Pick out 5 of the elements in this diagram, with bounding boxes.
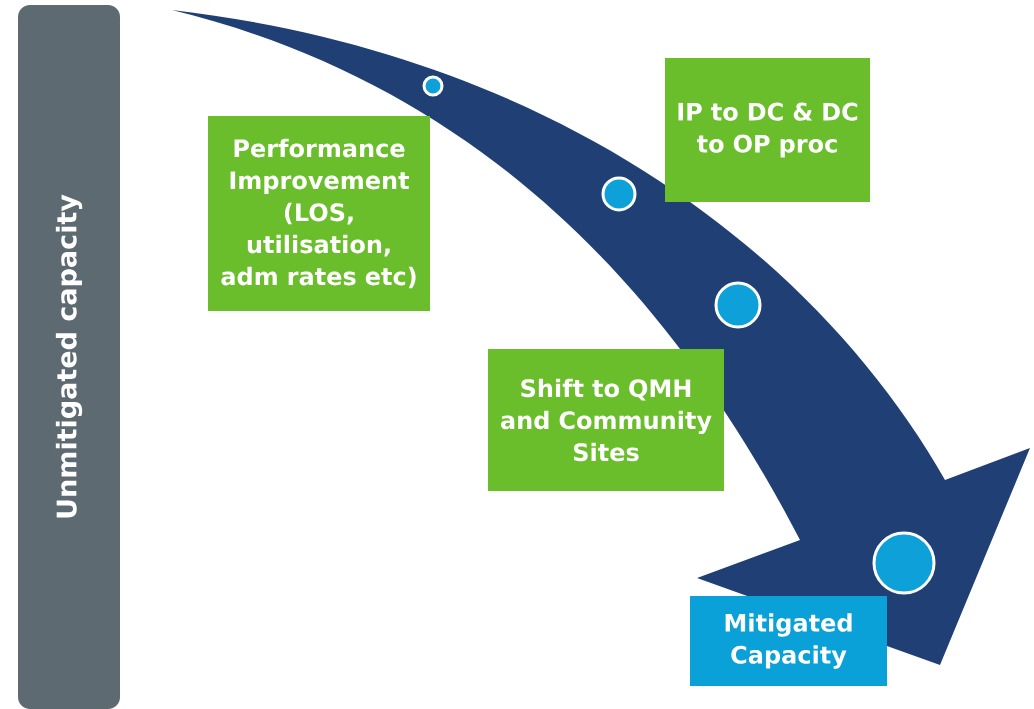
text-box: Shift to QMH and Community Sites: [488, 349, 724, 491]
text-box: IP to DC & DC to OP proc: [665, 58, 870, 202]
text-box: Mitigated Capacity: [690, 596, 887, 686]
text-box: Performance Improvement (LOS, utilisation, adm rates etc): [208, 116, 430, 311]
vertical-bar: Unmitigated capacity: [18, 5, 120, 709]
